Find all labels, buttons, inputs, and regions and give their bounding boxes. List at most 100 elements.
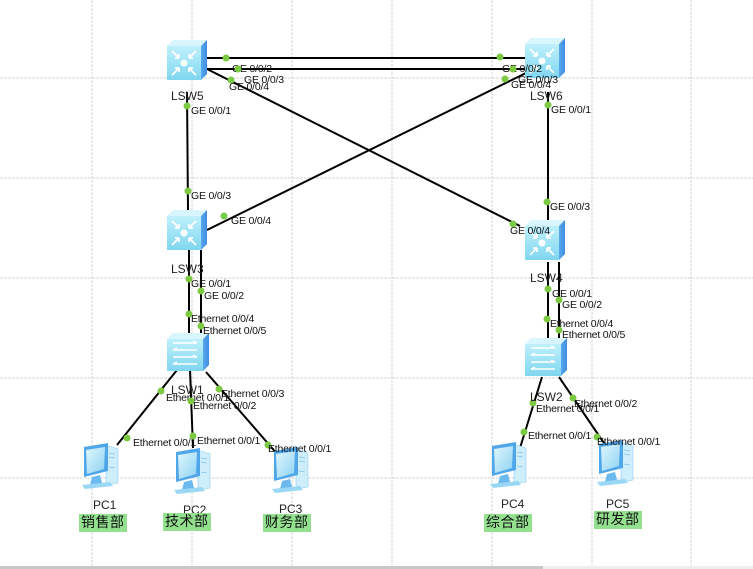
pc-tower [295,448,309,490]
pc-stand [605,472,617,482]
port-dot [555,296,563,304]
arrow-glyph [171,220,180,229]
switch-top [525,38,565,44]
port-dot [183,102,191,110]
arrow-glyph [188,220,197,229]
arrow-glyph [530,366,555,370]
arrow-glyph [531,345,556,349]
port-dot [543,315,551,323]
pc-tower-slot [200,471,208,474]
port-dot [264,441,272,449]
arrow-glyph [173,354,198,358]
port-label-pc4: Ethernet 0/0/1 [528,430,592,442]
device-lsw4[interactable] [525,220,565,260]
arrow-glyph [546,247,555,256]
link-lsw6-lsw3[interactable] [206,71,529,231]
device-lsw6[interactable] [525,38,565,78]
pc-tower-slot [200,461,208,464]
switch-center-dot [180,229,188,237]
device-pc4[interactable] [490,442,527,488]
port-label-lsw1: Ethernet 0/0/2 [193,400,257,412]
port-label-lsw2: Ethernet 0/0/5 [562,329,626,341]
port-dot [184,187,192,195]
port-label-lsw4: GE 0/0/4 [510,225,550,237]
pc-tower-slot [298,470,306,473]
port-label-lsw4: GE 0/0/3 [550,201,590,213]
port-label-lsw1: Ethernet 0/0/3 [221,388,285,400]
device-name: PC4 [501,497,525,511]
pc-stand [280,479,292,489]
department-label-pc1: 销售部 [79,514,127,532]
department-label-pc2: 技术部 [163,513,211,531]
arrow-glyph [171,237,180,246]
port-dot [187,397,195,405]
pc-screen [178,452,197,479]
arrow-glyph [529,65,538,74]
port-dot [593,433,601,441]
pc-tower-slot [108,466,116,469]
device-lsw2[interactable] [525,338,567,376]
port-dot [569,394,577,402]
device-name: PC1 [93,498,117,512]
port-label-lsw5: GE 0/0/1 [191,105,231,117]
port-dot [222,54,230,62]
pc-screen [276,451,295,478]
pc-screen [86,447,105,474]
device-pc3[interactable] [272,447,309,493]
pc-stand [182,480,194,490]
device-name: LSW5 [171,89,204,103]
port-label-lsw4: GE 0/0/1 [552,288,592,300]
switch-top [525,338,567,344]
link-lsw1-pc1[interactable] [116,369,178,446]
port-label-lsw5: GE 0/0/4 [229,81,269,93]
port-label-pc2: Ethernet 0/0/1 [197,435,261,447]
port-dot [197,322,205,330]
arrow-glyph [188,67,197,76]
device-lsw1[interactable] [167,333,209,371]
pc-stand [498,474,510,484]
pc-base [597,479,628,486]
link-lsw2-pc4[interactable] [519,376,543,449]
switch-front [167,339,203,371]
port-dot [520,428,528,436]
port-dot [215,385,223,393]
device-lsw5[interactable] [167,40,207,80]
pc-screen [494,446,513,473]
pc-tower-slot [623,453,631,456]
pc-tower-slot [200,457,208,460]
switch-center-dot [538,239,546,247]
pc-tower [197,449,211,491]
pc-tower-slot [516,451,524,454]
pc-base [174,487,205,494]
port-dot [509,65,517,73]
switch-side [201,210,207,250]
device-pc1[interactable] [82,443,119,489]
port-label-lsw4: GE 0/0/2 [562,299,602,311]
arrow-glyph [529,230,538,239]
port-dot [234,65,242,73]
pc-base [272,486,303,493]
link-lsw5-lsw4[interactable] [204,67,521,227]
port-dot [189,432,197,440]
port-label-lsw3: GE 0/0/2 [204,290,244,302]
switch-side [559,38,565,78]
port-label-pc3: Ethernet 0/0/1 [268,443,332,455]
pc-tower-slot [108,452,116,455]
department-label-pc4: 综合部 [484,514,532,532]
port-label-lsw6: GE 0/0/4 [231,215,271,227]
arrow-glyph [172,361,197,365]
arrow-glyph [529,247,538,256]
port-label-lsw1: Ethernet 0/0/1 [166,392,230,404]
port-label-lsw3: GE 0/0/1 [191,278,231,290]
device-pc2[interactable] [174,448,211,494]
arrow-glyph [546,230,555,239]
device-name: PC5 [606,497,630,511]
port-dot [544,285,552,293]
device-lsw3[interactable] [167,210,207,250]
device-pc5[interactable] [597,440,634,486]
horizontal-scrollbar[interactable] [0,566,753,569]
scrollbar-thumb[interactable] [0,566,543,569]
